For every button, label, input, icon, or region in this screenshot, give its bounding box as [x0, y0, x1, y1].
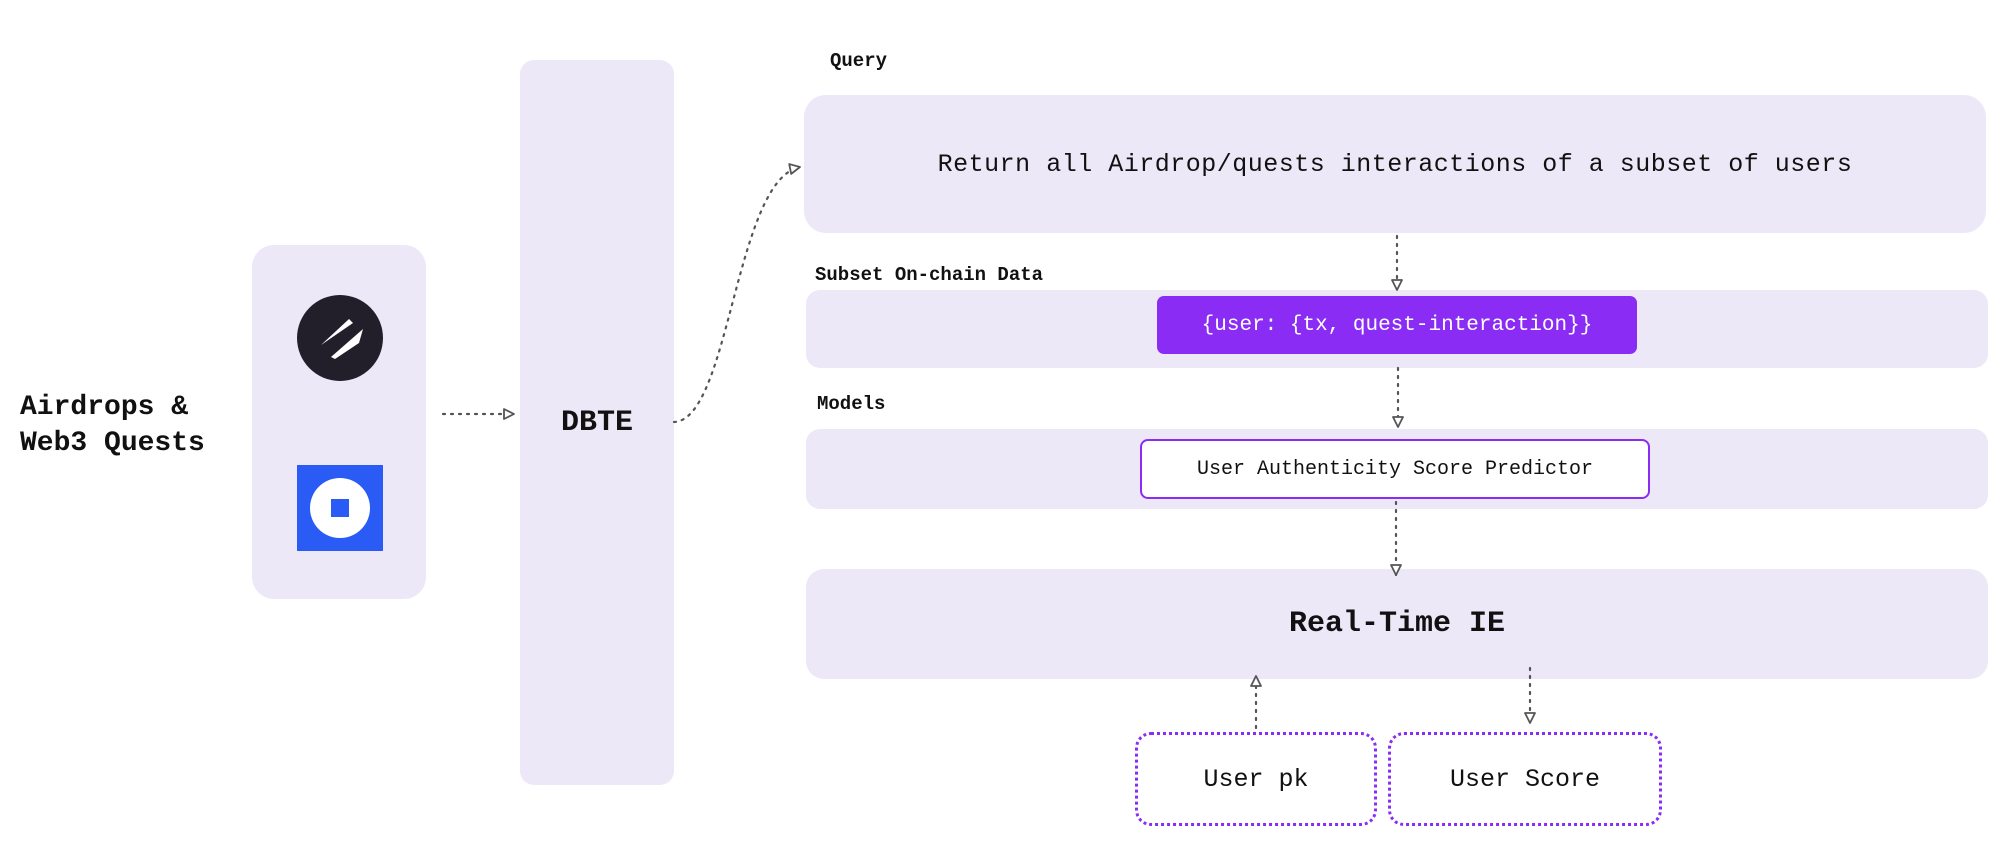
- subset-heading: Subset On-chain Data: [815, 264, 1044, 286]
- streak-logo-icon: [297, 295, 383, 381]
- subset-data-pill-label: {user: {tx, quest-interaction}}: [1201, 313, 1593, 337]
- subset-data-pill: {user: {tx, quest-interaction}}: [1157, 296, 1637, 354]
- arrow-dbte-to-query: [672, 163, 802, 424]
- source-title-line-1: Airdrops &: [20, 392, 189, 423]
- user-score-label: User Score: [1449, 764, 1601, 794]
- user-score-box: User Score: [1388, 732, 1662, 826]
- realtime-ie-panel: Real-Time IE: [806, 569, 1988, 679]
- source-logo-panel: [252, 245, 426, 599]
- realtime-ie-label: Real-Time IE: [1288, 607, 1506, 641]
- streak-logo-glyph: [321, 319, 363, 359]
- query-panel: Return all Airdrop/quests interactions o…: [804, 95, 1986, 233]
- square-circle-logo-glyph: [310, 478, 370, 538]
- authenticity-model-label: User Authenticity Score Predictor: [1196, 457, 1594, 481]
- query-heading: Query: [830, 50, 888, 72]
- models-heading: Models: [817, 393, 886, 415]
- query-text: Return all Airdrop/quests interactions o…: [937, 149, 1853, 179]
- source-title: Airdrops & Web3 Quests: [20, 390, 205, 462]
- user-pk-box: User pk: [1135, 732, 1377, 826]
- authenticity-model-box: User Authenticity Score Predictor: [1140, 439, 1650, 499]
- square-circle-logo-icon: [297, 465, 383, 551]
- user-pk-label: User pk: [1203, 764, 1309, 794]
- dbte-label: DBTE: [560, 405, 633, 440]
- dbte-panel: DBTE: [520, 60, 674, 785]
- source-title-line-2: Web3 Quests: [20, 428, 205, 459]
